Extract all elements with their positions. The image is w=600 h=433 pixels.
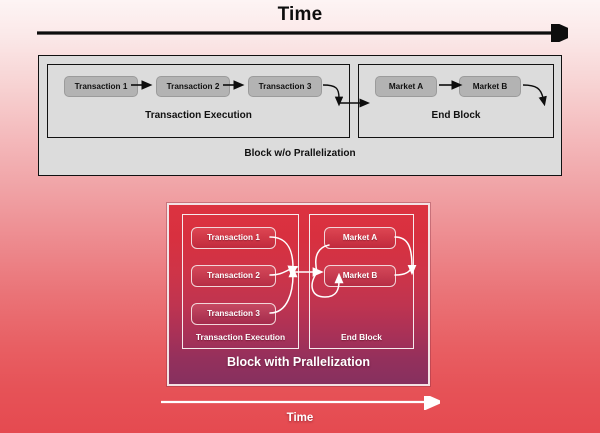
caption-block-with-parallelization: Block with Prallelization [226,355,371,369]
block-without-parallelization: Transaction 1 Transaction 2 Transaction … [38,55,562,176]
node-market-b: Market B [459,76,521,97]
caption-end-block: End Block [431,110,481,121]
node-transaction-1: Transaction 1 [64,76,138,97]
node-market-a: Market A [324,227,396,249]
panel-end-block-sequential: Market A Market B End Block [358,64,554,138]
caption-transaction-execution: Transaction Execution [195,332,286,342]
caption-transaction-execution: Transaction Execution [145,110,252,121]
node-transaction-3: Transaction 3 [191,303,276,325]
node-transaction-1: Transaction 1 [191,227,276,249]
panel-transaction-execution-parallel: Transaction 1 Transaction 2 Transaction … [182,214,299,349]
bottom-time-arrow-icon [161,396,440,410]
bottom-time-label: Time [286,412,314,424]
node-market-b: Market B [324,265,396,287]
top-time-arrow-icon [37,24,568,42]
block-with-parallelization: Transaction 1 Transaction 2 Transaction … [167,203,430,386]
node-transaction-3: Transaction 3 [248,76,322,97]
node-transaction-2: Transaction 2 [191,265,276,287]
caption-block-without-parallelization: Block w/o Prallelization [244,148,356,159]
panel-end-block-parallel: Market A Market B End Block [309,214,414,349]
caption-end-block: End Block [341,332,382,342]
node-transaction-2: Transaction 2 [156,76,230,97]
top-time-label: Time [277,4,323,25]
node-market-a: Market A [375,76,437,97]
panel-transaction-execution-sequential: Transaction 1 Transaction 2 Transaction … [47,64,350,138]
